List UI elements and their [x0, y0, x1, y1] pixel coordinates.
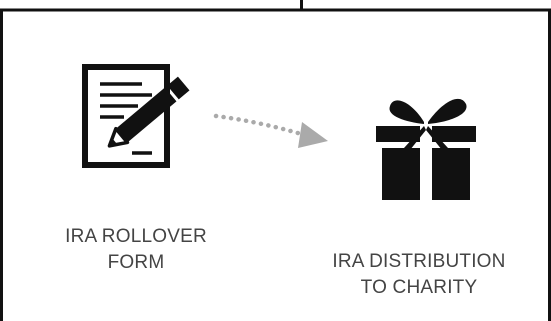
form-pen-icon	[82, 64, 190, 168]
dotted-arrow-icon	[213, 113, 328, 148]
ira-distribution-label-line2: TO CHARITY	[360, 277, 478, 298]
gift-icon	[376, 98, 476, 200]
ira-rollover-form-label-line1: IRA ROLLOVER	[65, 226, 207, 247]
ira-rollover-form-label-line2: FORM	[107, 252, 165, 273]
ira-distribution-label: IRA DISTRIBUTION TO CHARITY	[307, 249, 531, 301]
ira-rollover-form-label: IRA ROLLOVER FORM	[36, 224, 236, 276]
ira-distribution-label-line1: IRA DISTRIBUTION	[332, 251, 506, 272]
